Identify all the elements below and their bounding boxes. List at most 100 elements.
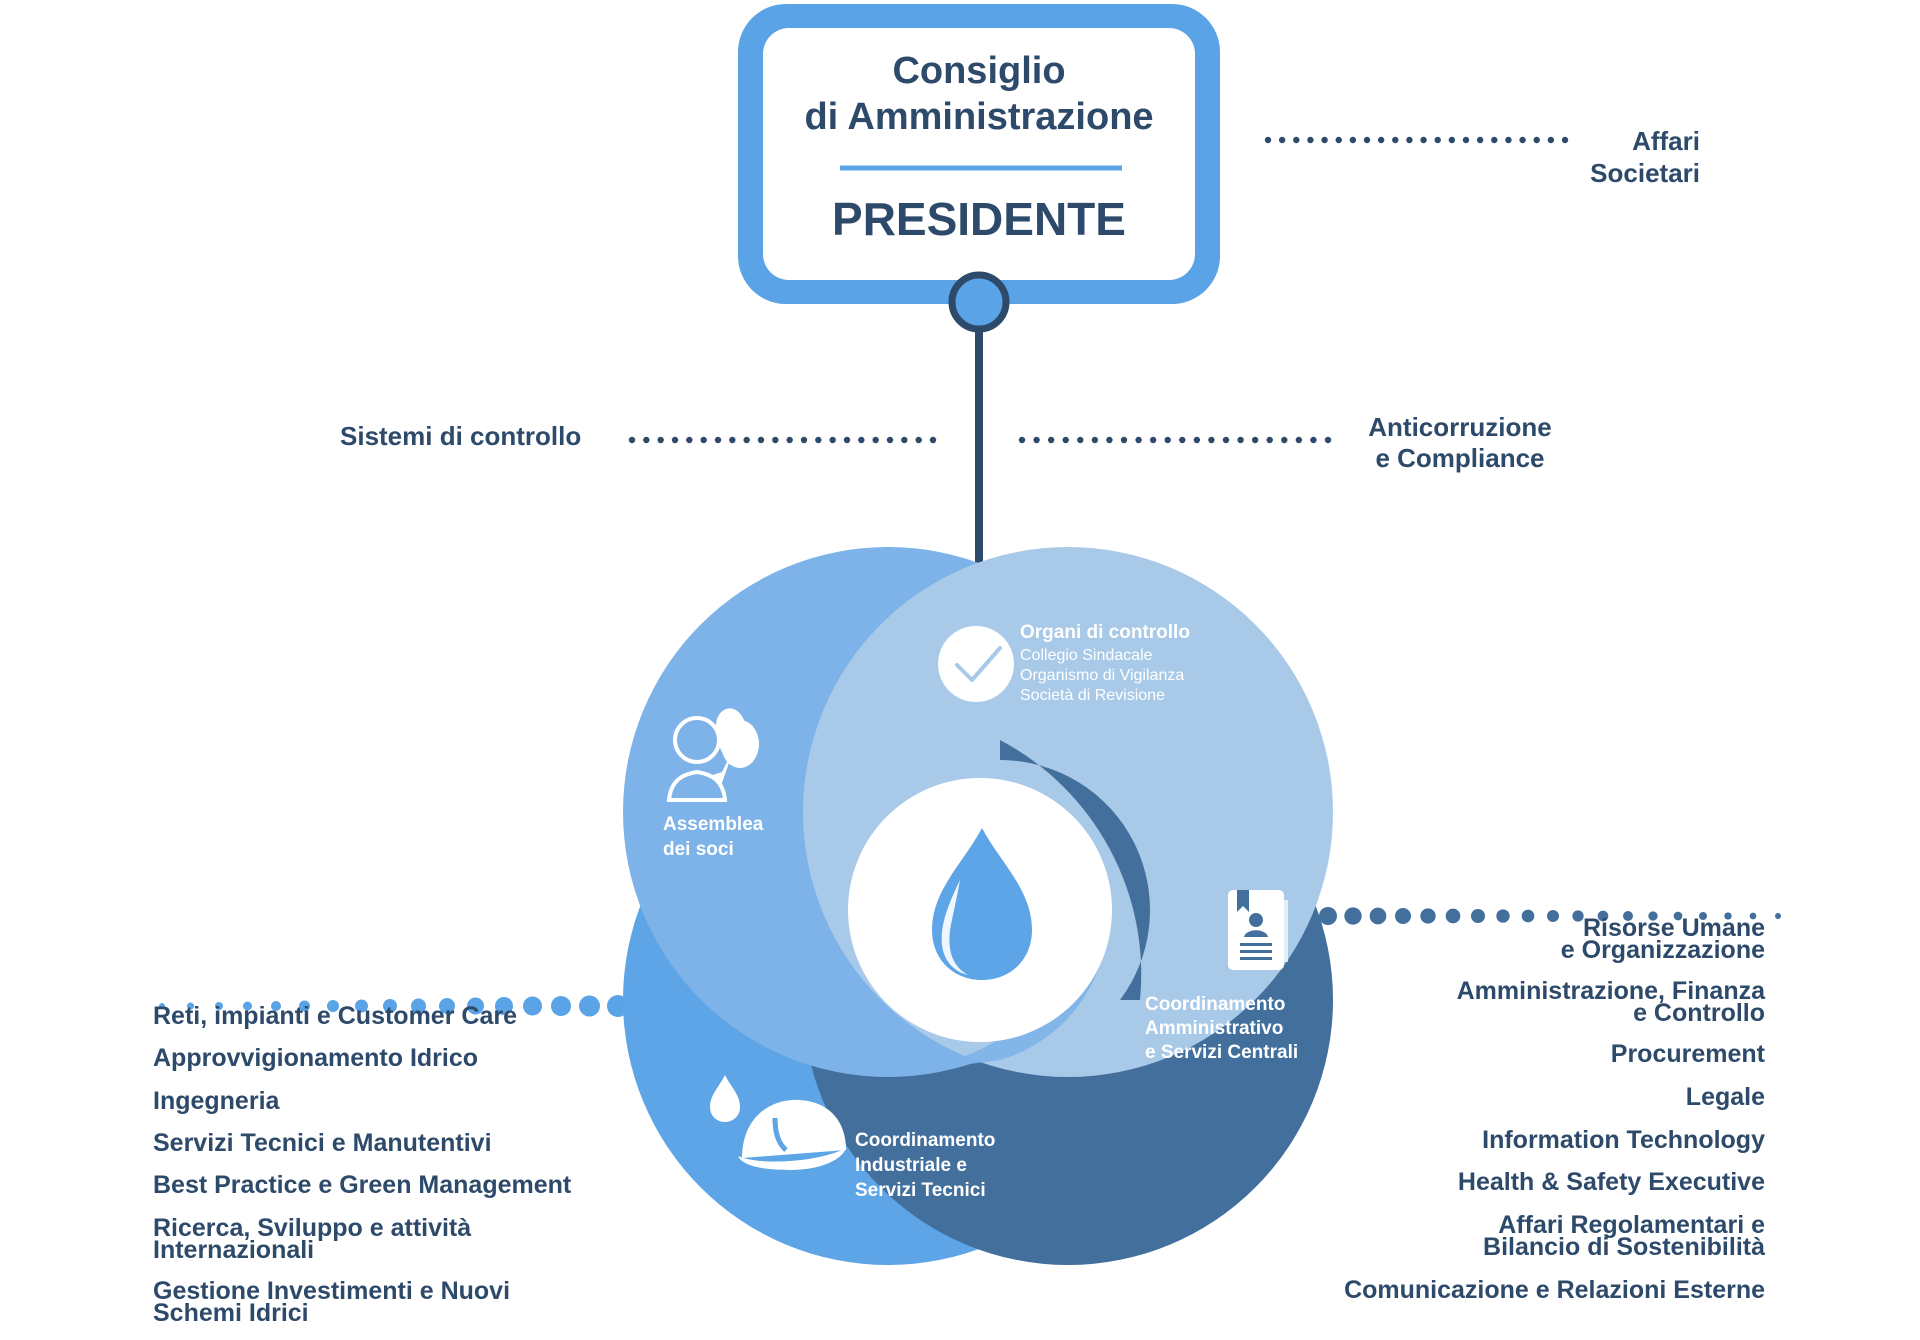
- dot: [1491, 136, 1498, 144]
- board-title: Consiglio di Amministrazione: [804, 50, 1154, 138]
- dot: [495, 997, 513, 1015]
- list-item: Approvvigionamento Idrico: [153, 1044, 479, 1072]
- dot: [1319, 907, 1337, 925]
- people-icon: [666, 708, 759, 802]
- dot: [551, 996, 571, 1016]
- dot: [1281, 436, 1288, 444]
- dot: [411, 998, 426, 1014]
- dot: [271, 1001, 281, 1011]
- swirl-admin-arc: [1000, 740, 1150, 1000]
- dot: [1278, 136, 1286, 144]
- dot: [1572, 910, 1584, 922]
- dot: [1775, 913, 1781, 919]
- dot: [800, 436, 808, 444]
- dot: [772, 436, 779, 444]
- dot: [1193, 436, 1201, 444]
- dot: [1369, 907, 1387, 925]
- label-sistemi-controllo: Sistemi di controllo: [340, 421, 582, 451]
- dot: [1321, 136, 1328, 144]
- dot: [1724, 912, 1732, 920]
- label-affari-societari: Affari Societari: [1590, 126, 1700, 188]
- dot: [1208, 436, 1215, 444]
- dot: [1395, 908, 1411, 924]
- dot: [1673, 911, 1683, 921]
- dot: [1310, 436, 1317, 444]
- dot: [743, 436, 750, 444]
- dot: [829, 436, 836, 444]
- dot: [1448, 136, 1456, 144]
- dot: [1335, 136, 1342, 144]
- dot: [1047, 436, 1055, 444]
- dot: [1237, 436, 1244, 444]
- water-drop-icon: [932, 828, 1032, 980]
- dot: [327, 1000, 339, 1012]
- dot: [1091, 436, 1099, 444]
- dot: [1547, 910, 1559, 922]
- dot: [1120, 436, 1128, 444]
- dot: [858, 436, 865, 444]
- list-item: Legale: [1685, 1083, 1765, 1111]
- list-item: Reti, impianti e Customer Care: [153, 1002, 517, 1030]
- dot: [872, 436, 879, 444]
- dot: [1749, 912, 1757, 920]
- dotted-line-affari: [1264, 136, 1569, 144]
- dot: [1699, 912, 1707, 920]
- dot: [467, 997, 484, 1015]
- list-item: Servizi Tecnici e Manutentivi: [153, 1129, 492, 1157]
- label-anticorruzione: Anticorruzione e Compliance: [1368, 412, 1552, 473]
- dotted-line-left-functions: [159, 995, 629, 1017]
- dot: [383, 999, 397, 1013]
- dot: [815, 436, 822, 444]
- dot: [1077, 436, 1084, 444]
- dot: [901, 436, 908, 444]
- label-assemblea: Assemblea dei soci: [663, 814, 764, 860]
- dot: [215, 1002, 223, 1010]
- dot: [187, 1002, 194, 1010]
- dot: [1293, 136, 1300, 144]
- dot: [1295, 436, 1303, 444]
- dot: [786, 436, 793, 444]
- dot: [1533, 136, 1540, 144]
- list-item: Comunicazione e Relazioni Esterne: [1344, 1276, 1765, 1304]
- dot: [1324, 436, 1332, 444]
- dot: [1434, 136, 1441, 144]
- dotted-line-anticorruzione: [1018, 436, 1332, 444]
- dot: [929, 436, 937, 444]
- document-badge-icon: [1228, 890, 1288, 970]
- dot: [1496, 909, 1510, 923]
- dot: [1018, 436, 1026, 444]
- dot: [1344, 907, 1362, 925]
- dot: [1597, 910, 1609, 922]
- list-item: Ingegneria: [153, 1087, 280, 1115]
- dot: [1135, 436, 1142, 444]
- list-item: Information Technology: [1482, 1126, 1765, 1154]
- list-item: Health & Safety Executive: [1457, 1168, 1765, 1196]
- dot: [1420, 908, 1436, 924]
- dot: [757, 436, 765, 444]
- dot: [1062, 436, 1069, 444]
- dot: [1377, 136, 1385, 144]
- dot: [843, 436, 851, 444]
- dot: [1179, 436, 1186, 444]
- connector-node: [948, 271, 1010, 333]
- dot: [355, 999, 368, 1013]
- president-label: PRESIDENTE: [832, 193, 1126, 245]
- dot: [915, 436, 922, 444]
- label-coordinamento-amministrativo: Coordinamento Amministrativo e Servizi C…: [1145, 994, 1299, 1063]
- dot: [657, 436, 664, 444]
- dot: [1561, 136, 1569, 144]
- dot: [729, 436, 736, 444]
- dotted-line-sistemi: [628, 436, 937, 444]
- dot: [700, 436, 707, 444]
- dot: [1349, 136, 1357, 144]
- dot: [1149, 436, 1157, 444]
- hard-hat-icon: [738, 1099, 846, 1170]
- dot: [1505, 136, 1512, 144]
- dot: [159, 1003, 165, 1009]
- dot: [1519, 136, 1526, 144]
- dot: [628, 436, 636, 444]
- dot: [1521, 909, 1535, 923]
- dot: [1406, 136, 1413, 144]
